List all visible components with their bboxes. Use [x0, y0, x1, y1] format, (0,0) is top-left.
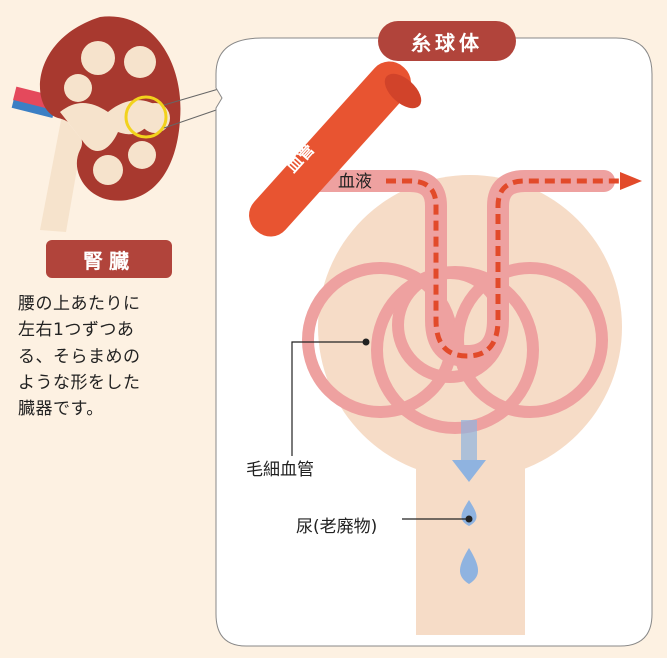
- kidney-description: 腰の上あたりに 左右1つずつあ る、そらまめの ような形をした 臓器です。: [18, 291, 198, 423]
- capillary-label: 毛細血管: [246, 455, 314, 480]
- kidney-title: 腎臓: [46, 240, 172, 278]
- kidney-description-line: ような形をした: [18, 370, 198, 396]
- blood-label: 血液: [338, 167, 372, 192]
- urine-leader-dot: [466, 516, 473, 523]
- capillary-leader-dot: [363, 339, 370, 346]
- kidney-description-line: 腰の上あたりに: [18, 291, 198, 317]
- urine-label: 尿(老廃物): [296, 512, 377, 537]
- kidney-description-line: 左右1つずつあ: [18, 317, 198, 343]
- glomerulus-title: 糸球体: [378, 21, 516, 61]
- kidney-description-line: 臓器です。: [18, 396, 198, 422]
- kidney-illustration: [12, 16, 181, 232]
- kidney-description-line: る、そらまめの: [18, 344, 198, 370]
